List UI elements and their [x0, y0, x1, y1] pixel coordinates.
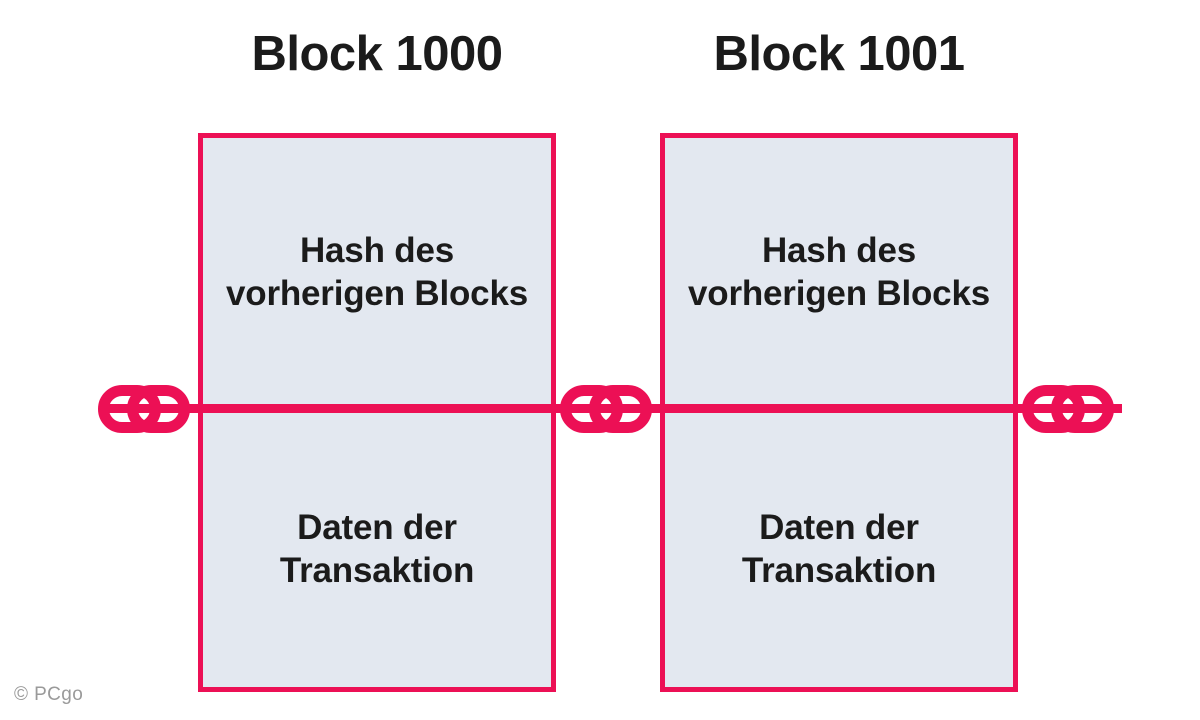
- block-title-1000: Block 1000: [251, 27, 503, 81]
- block-1000-hash-cell: Hash des vorherigen Blocks: [203, 138, 551, 408]
- block-1001-data-cell: Daten der Transaktion: [665, 413, 1013, 687]
- block-1001-hash-line-1: Hash des: [761, 231, 916, 271]
- chain-link-icon-middle: [560, 374, 652, 444]
- block-title-1001: Block 1001: [713, 27, 965, 81]
- chain-link-icon: [98, 385, 190, 433]
- chain-connector-line: [100, 404, 1122, 413]
- block-1001-data-line-2: Transaktion: [741, 551, 937, 590]
- chain-link-icon-left: [98, 374, 190, 444]
- chain-link-icon-right: [1022, 374, 1114, 444]
- block-1000-data-line-1: Daten der: [297, 508, 457, 548]
- block-1001-hash-line-2: vorherigen Blocks: [688, 274, 990, 313]
- copyright-watermark: © PCgo: [14, 684, 84, 705]
- block-1000-data-line-2: Transaktion: [279, 551, 475, 590]
- chain-link-icon: [560, 385, 652, 433]
- chain-link-icon: [1022, 385, 1114, 433]
- block-1000-hash-line-2: vorherigen Blocks: [226, 274, 528, 313]
- block-1000-hash-line-1: Hash des: [299, 231, 454, 271]
- block-1001-data-line-1: Daten der: [759, 508, 919, 548]
- block-1000-data-cell: Daten der Transaktion: [203, 413, 551, 687]
- block-1001-hash-cell: Hash des vorherigen Blocks: [665, 138, 1013, 408]
